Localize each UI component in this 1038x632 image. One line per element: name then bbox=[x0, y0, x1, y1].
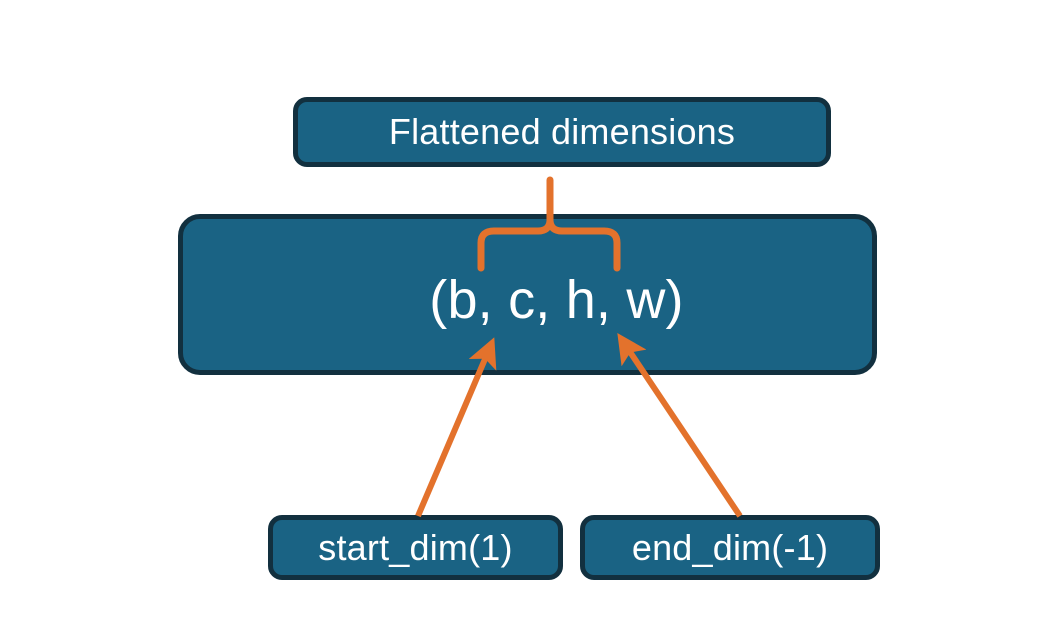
flattened-dimensions-label: Flattened dimensions bbox=[388, 111, 736, 152]
start-dim-label: start_dim(1) bbox=[318, 526, 513, 568]
tensor-shape-label: (b, c, h, w) bbox=[429, 269, 684, 330]
start-dim-box: start_dim(1) bbox=[268, 515, 563, 580]
flattened-dimensions-box: Flattened dimensions bbox=[293, 97, 831, 167]
end-dim-label: end_dim(-1) bbox=[631, 526, 829, 568]
tensor-shape-box: (b, c, h, w) bbox=[178, 214, 877, 375]
end-dim-box: end_dim(-1) bbox=[580, 515, 880, 580]
